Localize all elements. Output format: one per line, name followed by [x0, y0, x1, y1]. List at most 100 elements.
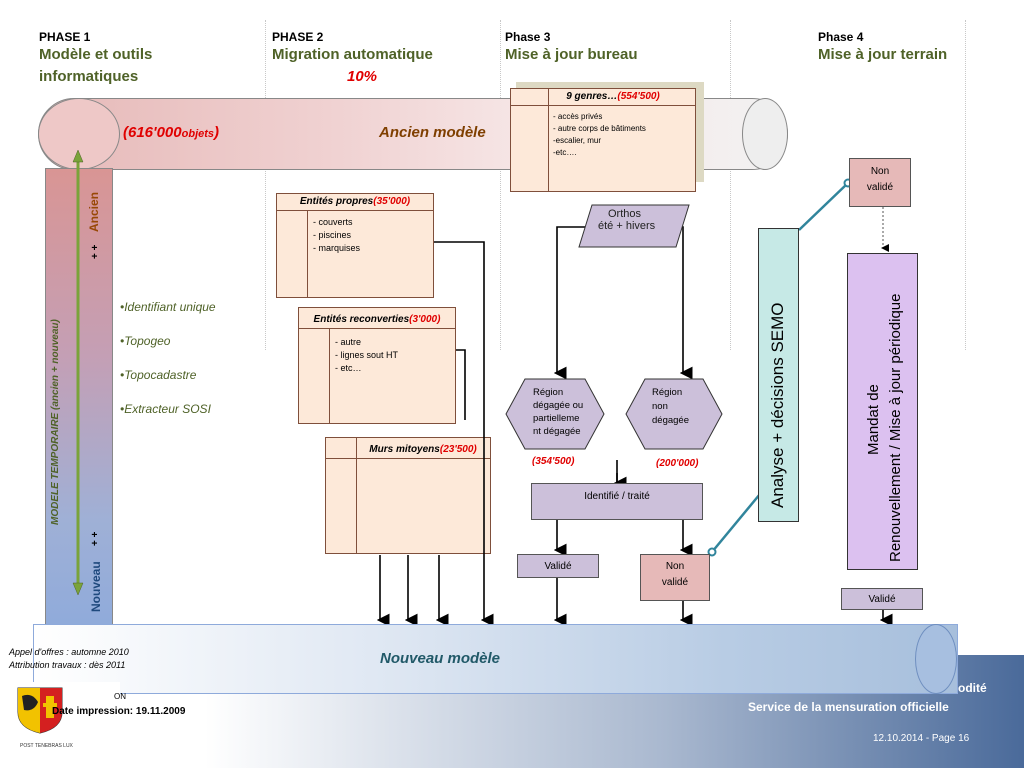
entites-propres-item: - couverts: [313, 217, 353, 227]
ancien-pipe-cap: [742, 98, 788, 170]
bullet-extracteur: •Extracteur SOSI: [120, 402, 211, 416]
date-impression: Date impression: 19.11.2009: [52, 706, 186, 717]
entites-propres-title: Entités propres: [299, 196, 374, 207]
mandat-line1: Mandat de: [865, 384, 882, 455]
region-non-line: Région: [652, 387, 683, 398]
phase-1-title-2: informatiques: [39, 68, 139, 85]
entites-reconverties-header: Entités reconverties(3'000): [299, 312, 455, 329]
phase-1-title: Modèle et outils: [39, 46, 153, 63]
phase-2-number: PHASE 2: [272, 30, 324, 44]
phase-3-number: Phase 3: [505, 30, 551, 44]
region-degagee-count: (354'500): [532, 456, 575, 467]
orthos-line1: Orthos: [608, 208, 642, 220]
phase-2-title: Migration automatique: [272, 46, 433, 63]
genres-header: 9 genres…(554'500): [511, 89, 695, 106]
entites-propres-item: - piscines: [313, 230, 352, 240]
entites-reconverties-item: - etc…: [335, 363, 362, 373]
phase-divider: [265, 20, 266, 350]
service-name: Service de la mensuration officielle: [748, 700, 949, 714]
entites-reconverties-item: - lignes sout HT: [335, 350, 399, 360]
entites-propres-box: Entités propres(35'000) - couverts - pis…: [276, 193, 434, 298]
non-valide-top-line1: Non: [870, 166, 890, 177]
phase-3-title: Mise à jour bureau: [505, 46, 638, 63]
region-degagee-line: Région: [533, 387, 564, 398]
phase-4-number: Phase 4: [818, 30, 864, 44]
entites-propres-list: - couverts - piscines - marquises: [313, 216, 360, 255]
bullet-topocadastre: •Topocadastre: [120, 368, 197, 382]
orthos-shape: [578, 204, 690, 248]
entites-reconverties-vline: [329, 328, 330, 423]
non-valide-line1: Non: [665, 561, 685, 572]
phase-3-header: Phase 3 Mise à jour bureau: [505, 30, 638, 66]
double-arrow: [72, 149, 84, 596]
genres-title: 9 genres…: [566, 91, 618, 102]
valide-box: Validé: [517, 554, 599, 578]
region-non-hexagon: [625, 378, 723, 450]
entites-propres-vline: [307, 210, 308, 297]
ancien-count: (616'000objets): [123, 124, 219, 141]
entites-propres-item: - marquises: [313, 243, 361, 253]
phase-1-number: PHASE 1: [39, 30, 91, 44]
phase-2-header: PHASE 2 Migration automatique 10%: [272, 30, 433, 88]
department-fragment: odité: [958, 681, 987, 695]
phase-divider: [500, 20, 501, 350]
attribution-travaux: Attribution travaux : dès 2011: [9, 660, 126, 670]
murs-header: Murs mitoyens(23'500): [326, 442, 490, 459]
region-degagee-hexagon: [505, 378, 605, 450]
genres-item: -etc….: [553, 148, 577, 157]
entites-reconverties-title: Entités reconverties: [313, 314, 410, 325]
identifie-box: Identifié / traité: [531, 483, 703, 520]
entites-propres-count: (35'000): [373, 196, 411, 207]
ancien-count-close: ): [214, 124, 220, 141]
genres-list: - accès privés - autre corps de bâtiment…: [553, 111, 646, 159]
murs-count: (23'500): [439, 444, 477, 455]
region-degagee-line: nt dégagée: [533, 426, 581, 437]
orthos-label: Orthos été + hivers: [598, 208, 655, 232]
region-degagee-label: Région dégagée ou partielleme nt dégagée: [533, 386, 583, 438]
region-non-line: non: [652, 401, 668, 412]
phase-4-title: Mise à jour terrain: [818, 46, 948, 63]
region-degagee-line: dégagée ou: [533, 400, 584, 411]
appel-offres: Appel d'offres : automne 2010: [9, 647, 129, 657]
ancien-modele-label: Ancien modèle: [379, 124, 486, 141]
entites-propres-header: Entités propres(35'000): [277, 194, 433, 211]
orthos-line2: été + hivers: [598, 220, 656, 232]
non-valide-line2: validé: [661, 577, 689, 588]
murs-vline: [356, 438, 357, 553]
canton-fragment: ON: [114, 692, 126, 701]
entites-reconverties-box: Entités reconverties(3'000) - autre - li…: [298, 307, 456, 424]
murs-mitoyens-box: Murs mitoyens(23'500): [325, 437, 491, 554]
semo-box: [758, 228, 799, 522]
genres-item: -escalier, mur: [553, 136, 602, 145]
region-non-line: dégagée: [652, 415, 689, 426]
entites-reconverties-count: (3'000): [409, 314, 441, 325]
region-degagee-line: partielleme: [533, 413, 580, 424]
phase-divider: [965, 20, 966, 350]
entites-reconverties-item: - autre: [335, 337, 362, 347]
phase-2-percent: 10%: [347, 68, 378, 85]
region-non-count: (200'000): [656, 458, 699, 469]
motto: POST TENEBRAS LUX: [20, 743, 73, 749]
genres-item: - autre corps de bâtiments: [553, 124, 646, 133]
geneva-coat-of-arms-icon: [17, 687, 63, 734]
ancien-count-suffix: objets: [181, 128, 215, 140]
semo-label: Analyse + décisions SEMO: [768, 302, 787, 508]
phase-divider: [730, 20, 731, 350]
non-valide-top-box: Non validé: [849, 158, 911, 207]
phase-4-header: Phase 4 Mise à jour terrain: [818, 30, 947, 66]
genres-item: - accès privés: [553, 112, 603, 121]
genres-vline: [548, 89, 549, 191]
mandat-line2: Renouvellement / Mise à jour périodique: [887, 293, 904, 562]
genres-count: (554'500): [617, 91, 660, 102]
valide-phase4-box: Validé: [841, 588, 923, 610]
ancien-count-value: (616'000: [123, 124, 182, 141]
bullet-topogeo: •Topogeo: [120, 334, 171, 348]
mandat-box: [847, 253, 918, 570]
murs-title: Murs mitoyens: [369, 444, 440, 455]
nouveau-modele-label: Nouveau modèle: [380, 650, 501, 667]
region-non-label: Région non dégagée: [652, 386, 689, 428]
non-valide-box: Non validé: [640, 554, 710, 601]
non-valide-top-line2: validé: [866, 182, 894, 193]
genres-box: 9 genres…(554'500) - accès privés - autr…: [510, 88, 696, 192]
nouveau-modele-pipe: [33, 624, 958, 694]
